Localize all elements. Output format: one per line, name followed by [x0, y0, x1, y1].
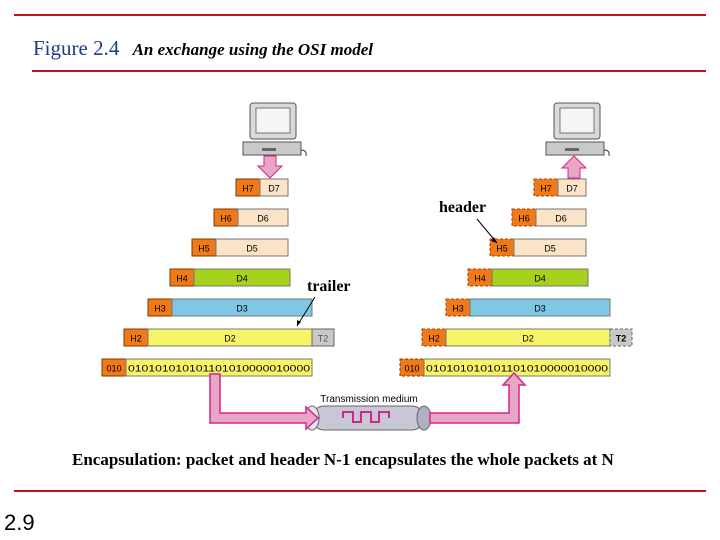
sender-data-d6	[237, 208, 289, 227]
sender-trailer-label: T2	[318, 334, 329, 344]
header-label: header	[439, 199, 487, 216]
figure-subtitle: An exchange using the OSI model	[132, 40, 373, 59]
receiver-data-label: D6	[555, 214, 567, 224]
header-pointer-arrowhead-icon	[491, 237, 497, 243]
sender-computer-icon	[242, 102, 307, 157]
receiver-data-label: D7	[566, 184, 578, 194]
sender-header-label: H7	[242, 184, 254, 194]
caption: Encapsulation: packet and header N-1 enc…	[72, 450, 614, 469]
figure-number: Figure 2.4	[33, 36, 120, 60]
trailer-pointer	[296, 296, 316, 327]
receiver-header-label: H6	[518, 214, 530, 224]
receive-arrow-icon	[429, 371, 527, 424]
receiver-trailer-label: T2	[616, 334, 627, 344]
sender-header-label: H6	[220, 214, 232, 224]
receiver-bits-prefix-label: 010	[404, 364, 419, 374]
page-number: 2.9	[4, 510, 35, 535]
medium-label: Transmission medium	[320, 394, 417, 405]
receiver-data-label: D5	[544, 244, 556, 254]
receiver-data-d3	[469, 298, 611, 317]
sender-data-label: D5	[246, 244, 258, 254]
signal-wave-icon	[342, 411, 390, 423]
receiver-data-d5	[513, 238, 587, 257]
sender-header-label: H5	[198, 244, 210, 254]
sender-header-label: H2	[130, 334, 142, 344]
sender-data-d7	[259, 178, 289, 197]
receiver-up-arrow-icon	[560, 155, 588, 179]
receiver-data-label: D3	[534, 304, 546, 314]
sender-header-label: H4	[176, 274, 188, 284]
sender-data-label: D3	[236, 304, 248, 314]
sender-bits-prefix-label: 010	[106, 364, 121, 374]
sender-down-arrow-icon	[256, 155, 284, 179]
figure-title: Figure 2.4 An exchange using the OSI mod…	[33, 36, 373, 61]
sender-data-d3	[171, 298, 313, 317]
sender-header-label: H3	[154, 304, 166, 314]
sender-data-label: D7	[268, 184, 280, 194]
receiver-trailer-t2	[609, 328, 633, 347]
send-arrow-icon	[209, 373, 320, 431]
receiver-computer-icon	[545, 102, 610, 157]
receiver-header-label: H7	[540, 184, 552, 194]
receiver-bits-stream-label: 010101010101101010000010000	[426, 364, 608, 374]
sender-data-d4	[193, 268, 291, 287]
receiver-header-label: H5	[496, 244, 508, 254]
receiver-header-label: H3	[452, 304, 464, 314]
receiver-data-label: D2	[522, 334, 534, 344]
trailer-pointer-arrowhead-icon	[297, 320, 301, 326]
sender-data-label: D4	[236, 274, 248, 284]
sender-data-label: D2	[224, 334, 236, 344]
receiver-header-label: H2	[428, 334, 440, 344]
sender-trailer-t2	[311, 328, 335, 347]
receiver-data-d4	[491, 268, 589, 287]
transmission-medium: Transmission medium	[304, 394, 432, 431]
trailer-label: trailer	[307, 278, 351, 295]
sender-bits-stream-label: 010101010101101010000010000	[128, 364, 310, 374]
receiver-data-d7	[557, 178, 587, 197]
sender-data-d5	[215, 238, 289, 257]
receiver-data-label: D4	[534, 274, 546, 284]
sender-data-label: D6	[257, 214, 269, 224]
receiver-header-label: H4	[474, 274, 486, 284]
receiver-data-d6	[535, 208, 587, 227]
